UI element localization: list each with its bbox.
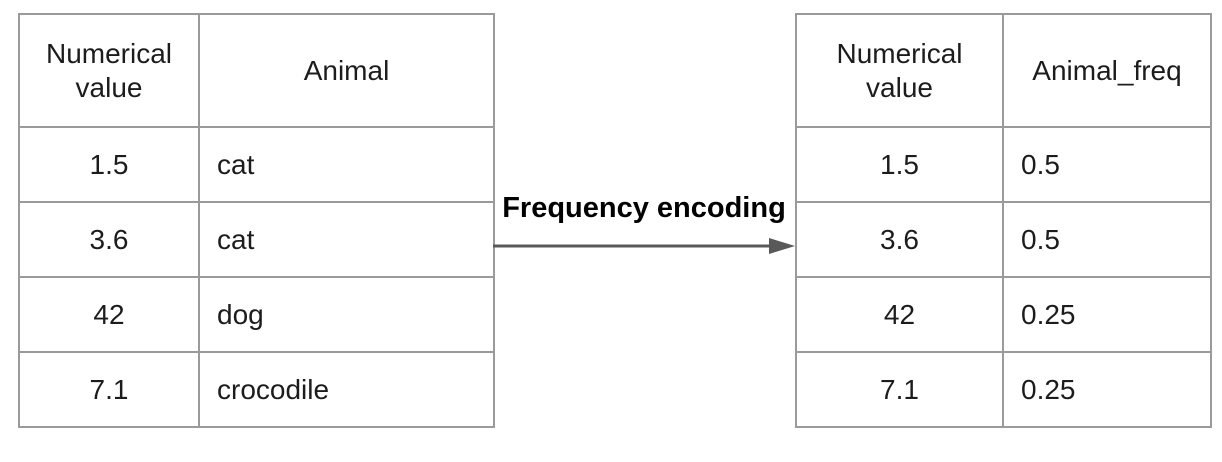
table-cell: 0.5: [1002, 201, 1212, 278]
table-cell: 7.1: [18, 351, 200, 428]
column-header: Numerical value: [795, 13, 1004, 128]
table-cell: cat: [198, 201, 495, 278]
column-header: Animal_freq: [1002, 13, 1212, 128]
table-cell: 42: [18, 276, 200, 353]
table-cell: 7.1: [795, 351, 1004, 428]
table-cell: crocodile: [198, 351, 495, 428]
arrow-label: Frequency encoding: [502, 192, 786, 224]
table-cell: 0.5: [1002, 126, 1212, 203]
table-cell: cat: [198, 126, 495, 203]
table-cell: 0.25: [1002, 351, 1212, 428]
table-cell: dog: [198, 276, 495, 353]
table-cell: 3.6: [795, 201, 1004, 278]
transform-arrow-group: Frequency encoding: [493, 190, 795, 257]
table-cell: 42: [795, 276, 1004, 353]
table-cell: 0.25: [1002, 276, 1212, 353]
table-cell: 1.5: [795, 126, 1004, 203]
table-cell: 1.5: [18, 126, 200, 203]
column-header: Numerical value: [18, 13, 200, 128]
column-header: Animal: [198, 13, 495, 128]
right-arrow-icon: [493, 238, 795, 254]
table-cell: 3.6: [18, 201, 200, 278]
